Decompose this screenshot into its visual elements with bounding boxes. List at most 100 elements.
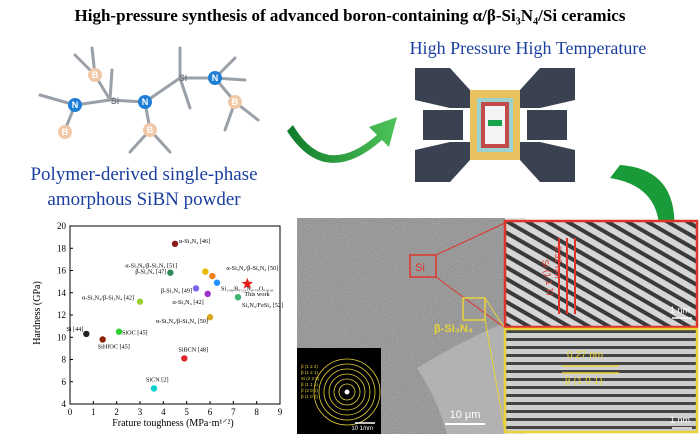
hpht-label: High Pressure High Temperature <box>409 38 647 58</box>
boron-atom <box>88 68 102 82</box>
data-point-label: This work <box>244 291 270 298</box>
data-point-label: Si₁.₀₀B₀.₁₃N₀.₇₆O₀.₀₁₀ <box>221 286 273 293</box>
x-tick-label: 3 <box>138 407 143 417</box>
atom-label: B <box>232 97 239 107</box>
data-point <box>204 290 211 298</box>
powder-label: Polymer-derived single-phase amorphous S… <box>14 162 274 212</box>
saed-ring-label: β (1 1 1) <box>301 382 318 387</box>
si-region-label: Si <box>415 262 425 274</box>
x-tick-label: 5 <box>184 407 189 417</box>
y-tick-label: 14 <box>57 288 67 298</box>
data-point <box>202 268 209 275</box>
y-tick-label: 8 <box>62 355 67 365</box>
saed-ring-label: Si (2 2 0) <box>301 376 320 381</box>
si-lattice-inset <box>503 219 699 329</box>
beta-lattice-inset <box>503 327 699 434</box>
data-point <box>150 385 158 392</box>
data-point <box>209 272 216 280</box>
data-point-this-work <box>241 277 253 289</box>
boron-atom <box>58 125 72 139</box>
data-point <box>171 240 179 247</box>
atom-label: N <box>142 97 149 107</box>
data-point-label: α-Si₃N₄ [46] <box>179 238 210 245</box>
data-point <box>136 298 144 305</box>
spacing-032-label: 0.32 nm <box>553 246 563 279</box>
hpht-press-diagram <box>415 68 575 182</box>
y-tick-label: 12 <box>57 310 66 320</box>
beta-region-label: β-Si₃N₄ <box>434 323 473 335</box>
data-point-label: Si [44] <box>66 326 83 333</box>
saed-ring-label: β (1 2 1) <box>301 370 318 375</box>
data-point <box>99 336 106 343</box>
data-point-label: α-Si₃N₄/β-Si₃N₄ [50] <box>156 318 208 325</box>
tem-micrograph-panel: β (1 2 2)β (1 2 1)Si (2 2 0)β (1 1 1)β (… <box>297 218 699 434</box>
nitrogen-atom <box>208 71 222 85</box>
chart-points: α-Si₃N₄ [46]α-Si₃N₄/β-Si₃N₄ [51]β-Si₃N₄ … <box>66 238 283 392</box>
x-tick-label: 6 <box>208 407 213 417</box>
data-point-label: SiHfOC [45] <box>98 343 130 350</box>
fft-scale-bar-label: 10 1/nm <box>351 426 373 432</box>
nitrogen-atom <box>68 98 82 112</box>
saed-ring-label: β (2 0 0) <box>301 388 318 393</box>
data-point-label: SiCN [2] <box>146 376 169 383</box>
atom-label: B <box>147 125 154 135</box>
data-point-label: α-Si₃N₄ [42] <box>173 299 204 306</box>
y-tick-label: 6 <box>62 377 67 387</box>
main-scale-bar-label: 10 μm <box>450 409 481 421</box>
atom-label: B <box>62 127 69 137</box>
data-point-label: α-Si₃N₄/β-Si₃N₄ [50] <box>226 265 278 272</box>
si-region-box <box>409 254 437 278</box>
boron-atom <box>228 95 242 109</box>
sibn-molecule-diagram: B N Si N B B Si N B <box>38 46 260 154</box>
data-point <box>192 285 200 292</box>
x-tick-label: 9 <box>278 407 283 417</box>
data-point <box>83 330 90 338</box>
y-tick-label: 4 <box>62 399 67 409</box>
data-point-label: β-Si₃N₄ [47] <box>135 269 166 276</box>
data-point-label: α-Si₃N₄/β-Si₃N₄ [51] <box>125 263 177 270</box>
plane-101-label: β (1 0 1) <box>565 376 602 387</box>
data-point-label: β-Si₃N₄ [49] <box>161 287 192 294</box>
figure-title: High-pressure synthesis of advanced boro… <box>74 6 626 25</box>
saed-ring-label: β (1 0 0) <box>301 394 318 399</box>
nitrogen-atom <box>138 95 152 109</box>
y-tick-label: 10 <box>57 332 67 342</box>
spacing-027-label: 0.27 nm <box>567 350 603 361</box>
y-tick-label: 18 <box>57 243 67 253</box>
data-point-label: Si₃N₄/FeSi₂ [52] <box>242 302 283 309</box>
data-point <box>234 294 242 301</box>
atom-label: N <box>72 100 79 110</box>
x-tick-label: 7 <box>231 407 236 417</box>
x-tick-label: 1 <box>91 407 96 417</box>
x-tick-label: 2 <box>114 407 119 417</box>
atom-label: Si <box>179 73 188 83</box>
x-tick-label: 8 <box>254 407 259 417</box>
data-point-label: SiOC [45] <box>122 330 148 337</box>
x-tick-label: 0 <box>68 407 73 417</box>
x-tick-label: 4 <box>161 407 166 417</box>
boron-atom <box>143 123 157 137</box>
inset2-scale-bar-label: 1 nm <box>670 415 690 425</box>
data-point <box>167 269 174 276</box>
powder-label-line1: Polymer-derived single-phase <box>30 164 258 185</box>
data-point <box>181 355 188 362</box>
process-arrow-1 <box>287 117 397 163</box>
data-point-label: SiBCN [48] <box>178 346 208 353</box>
atom-label: B <box>92 70 99 80</box>
inset1-scale-bar-label: 1 nm <box>670 305 690 315</box>
y-tick-label: 16 <box>57 266 67 276</box>
saed-ring-label: β (1 2 2) <box>301 364 318 369</box>
y-tick-label: 20 <box>57 221 67 231</box>
x-axis-label: Frature toughness (MPa·m¹⸍²) <box>112 418 234 429</box>
y-axis-label: Hardness (GPa) <box>32 281 43 345</box>
saed-ring-labels: β (1 2 2)β (1 2 1)Si (2 2 0)β (1 1 1)β (… <box>301 364 320 399</box>
data-point-label: α-Si₃N₄/β-Si₃N₄ [42] <box>82 295 134 302</box>
data-point <box>206 314 214 321</box>
atom-label: N <box>212 73 219 83</box>
data-point <box>213 279 221 286</box>
powder-label-line2: amorphous SiBN powder <box>47 189 241 210</box>
beta-region-box <box>462 297 486 321</box>
data-point <box>115 328 123 335</box>
